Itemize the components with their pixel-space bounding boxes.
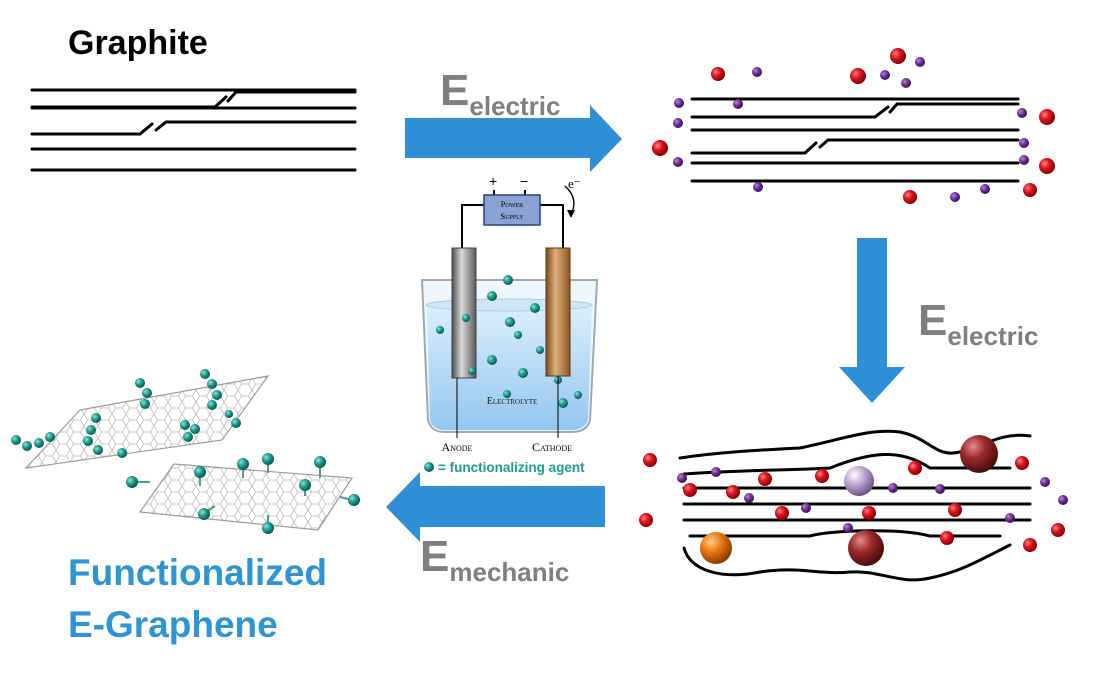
cathode-label: Cathode bbox=[532, 440, 572, 454]
energy-subscript: mechanic bbox=[449, 557, 570, 587]
graphite-layers bbox=[30, 88, 357, 172]
functionalized-graphene bbox=[11, 369, 360, 534]
energy-subscript: electric bbox=[469, 91, 561, 121]
result-title: Functionalized E-Graphene bbox=[68, 547, 327, 651]
large-orange-ion bbox=[700, 532, 732, 564]
left-arrow bbox=[386, 472, 605, 542]
purple-ions bbox=[677, 467, 1068, 533]
result-title-line2: E-Graphene bbox=[68, 604, 278, 645]
electric-energy-label-right: Eelectric bbox=[918, 296, 1038, 351]
down-arrow bbox=[839, 238, 905, 403]
power-supply-label: Power bbox=[501, 199, 523, 209]
red-ions bbox=[652, 48, 1055, 204]
graphene-layer bbox=[690, 138, 1020, 155]
energy-symbol: E bbox=[918, 296, 948, 345]
legend-agent-marker bbox=[424, 462, 434, 472]
large-maroon-ion bbox=[848, 530, 884, 566]
arrows bbox=[386, 105, 905, 542]
graphite-title: Graphite bbox=[68, 24, 208, 62]
expanded-graphite bbox=[639, 429, 1068, 582]
mechanic-energy-label: Emechanic bbox=[420, 532, 569, 587]
large-maroon-ion bbox=[960, 435, 998, 473]
electrolyte-label: Electrolyte bbox=[487, 396, 538, 407]
positive-terminal: + bbox=[489, 173, 497, 189]
right-arrow bbox=[405, 105, 622, 172]
purple-ions bbox=[673, 57, 1029, 202]
anode-label: Anode bbox=[442, 440, 473, 454]
circuit-wires bbox=[461, 190, 564, 250]
power-supply-label: Supply bbox=[500, 211, 524, 221]
functionalizing-agents bbox=[436, 275, 582, 408]
outer-boundary-bottom bbox=[682, 543, 1012, 582]
legend-text: = functionalizing agent bbox=[438, 460, 585, 475]
graphene-layer bbox=[30, 90, 357, 109]
anode-electrode bbox=[451, 247, 477, 379]
power-supply-box bbox=[483, 194, 541, 226]
negative-terminal: − bbox=[520, 173, 528, 189]
electric-energy-label-top: Eelectric bbox=[440, 66, 560, 121]
intercalated-graphite bbox=[652, 48, 1055, 204]
graphene-layer bbox=[30, 120, 357, 136]
graphene-sheet-lower bbox=[138, 463, 354, 531]
functional-groups bbox=[126, 453, 360, 534]
energy-symbol: E bbox=[440, 66, 470, 115]
cathode-electrode bbox=[545, 247, 571, 377]
graphene-layer bbox=[690, 102, 1020, 119]
result-title-line1: Functionalized bbox=[68, 552, 327, 593]
large-lilac-ion bbox=[844, 466, 874, 496]
energy-symbol: E bbox=[420, 532, 450, 581]
inner-boundary-top bbox=[682, 452, 1012, 476]
red-ions bbox=[639, 453, 1065, 552]
electrochemical-cell: + − e⁻ Power Supply Electrolyte Anode Ca… bbox=[420, 173, 599, 475]
energy-subscript: electric bbox=[947, 321, 1039, 351]
functional-group-chains bbox=[11, 369, 241, 458]
electron-label: e⁻ bbox=[568, 176, 581, 191]
